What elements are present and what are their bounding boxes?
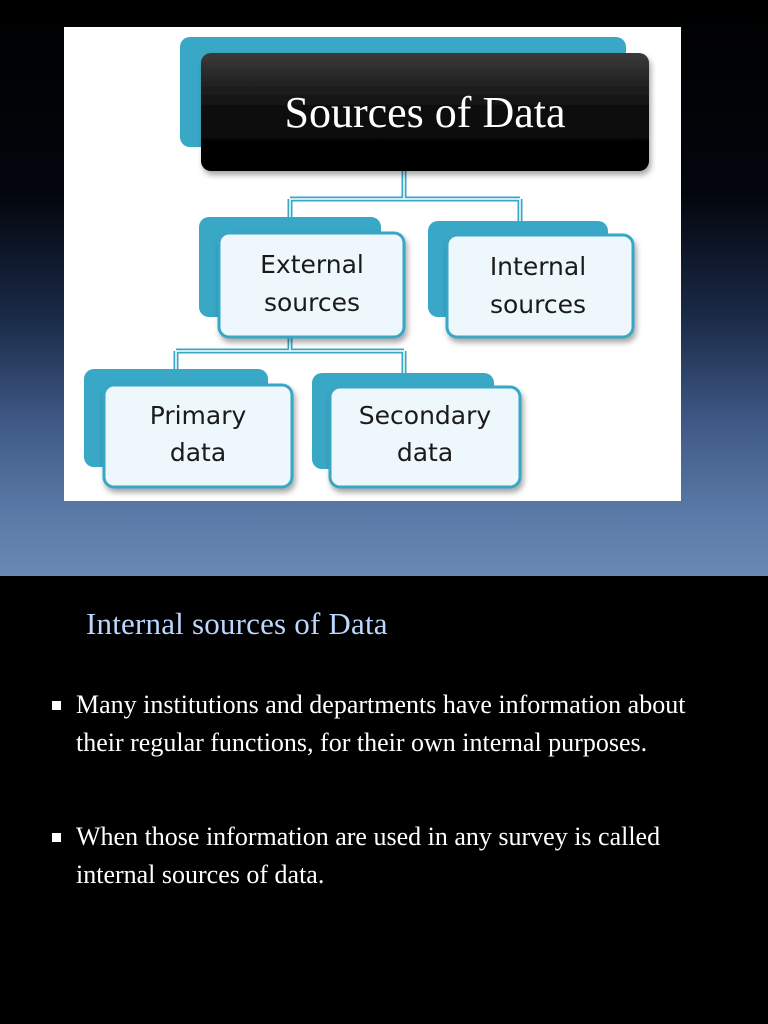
secondary-label-line2: data [397,438,453,467]
sources-of-data-diagram: Sources of Data External sources Interna… [64,27,681,501]
hierarchy-chart: Sources of Data External sources Interna… [84,37,649,489]
bullet-item: Many institutions and departments have i… [48,686,728,762]
secondary-box [328,385,522,489]
external-label-line2: sources [264,288,360,317]
internal-label-line2: sources [490,290,586,319]
bullet-text: Many institutions and departments have i… [76,690,686,757]
root-box [201,53,649,171]
square-bullet-icon [52,701,61,710]
internal-label-line1: Internal [490,252,586,281]
internal-box [445,233,635,339]
bullet-item: When those information are used in any s… [48,818,728,894]
square-bullet-icon [52,833,61,842]
slide-divider [0,512,768,576]
external-box [217,231,406,339]
primary-label-line2: data [170,438,226,467]
slide-internal-sources: Internal sources of Data Many institutio… [0,576,768,1024]
slide-sources-of-data: Sources of Data External sources Interna… [0,0,768,512]
primary-label-line1: Primary [150,401,247,430]
root-label: Sources of Data [284,88,565,137]
slide-title: Internal sources of Data [86,606,388,641]
secondary-label-line1: Secondary [359,401,492,430]
bullet-text: When those information are used in any s… [76,822,661,889]
bullet-list: Many institutions and departments have i… [48,686,728,950]
primary-box [102,383,294,489]
external-label-line1: External [260,250,364,279]
